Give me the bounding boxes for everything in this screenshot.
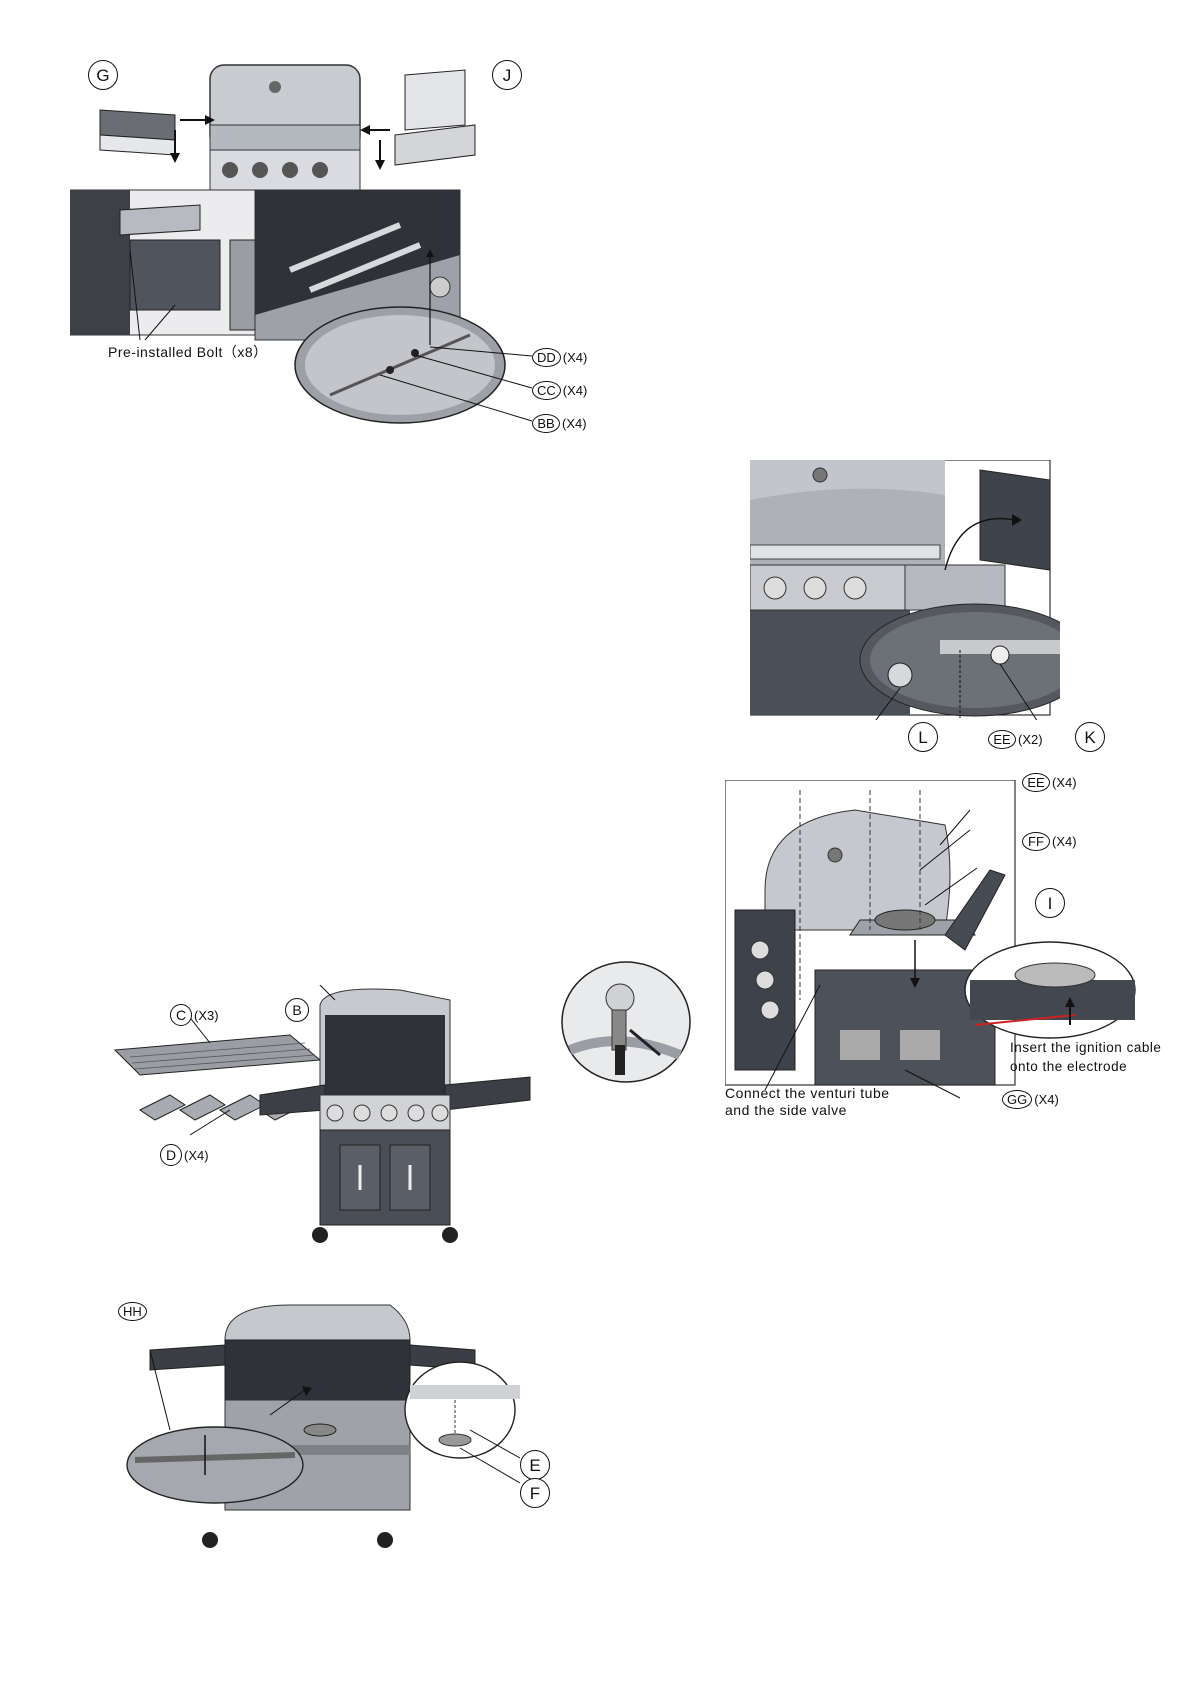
callout-g: G: [88, 60, 118, 90]
callout-ee-id: EE: [988, 730, 1016, 749]
callout-cc: CC (X4): [532, 381, 587, 400]
callout-ff-id: FF: [1022, 832, 1050, 851]
callout-bb-qty: (X4): [562, 416, 587, 431]
callout-ee-x4: EE (X4): [1022, 773, 1077, 792]
figure-grease-tray: [120, 1290, 540, 1560]
figure-side-burner-knob: [750, 460, 1060, 720]
callout-d-qty: (X4): [184, 1148, 209, 1163]
callout-cc-id: CC: [532, 381, 561, 400]
callout-f: F: [520, 1478, 550, 1508]
callout-gg-id: GG: [1002, 1090, 1032, 1109]
figure-valve-detail: [560, 960, 696, 1086]
callout-e-circle: E: [520, 1450, 550, 1480]
callout-j: J: [492, 60, 522, 90]
callout-cc-qty: (X4): [563, 383, 588, 398]
callout-i: I: [1035, 888, 1065, 918]
note-ignition-line1: Insert the ignition cable: [1010, 1041, 1161, 1055]
callout-ee-qty: (X2): [1018, 732, 1043, 747]
valve-detail-illustration: [560, 960, 696, 1086]
callout-ee-x4-id: EE: [1022, 773, 1050, 792]
callout-l: L: [908, 722, 938, 752]
callout-dd-id: DD: [532, 348, 561, 367]
callout-hh: HH: [118, 1302, 147, 1321]
callout-dd: DD (X4): [532, 348, 587, 367]
callout-ee-x2: EE (X2): [988, 730, 1043, 749]
callout-j-circle: J: [492, 60, 522, 90]
callout-c-qty: (X3): [194, 1008, 219, 1023]
callout-b: B: [285, 998, 309, 1022]
callout-k-circle: K: [1075, 722, 1105, 752]
callout-bb-id: BB: [532, 414, 560, 433]
callout-i-circle: I: [1035, 888, 1065, 918]
callout-dd-qty: (X4): [563, 350, 588, 365]
callout-e: E: [520, 1450, 550, 1480]
note-venturi-line2: and the side valve: [725, 1103, 847, 1117]
figure-side-shelf-install: [70, 55, 600, 435]
callout-bb: BB (X4): [532, 414, 587, 433]
callout-c-circle: C: [170, 1004, 192, 1026]
callout-c: C (X3): [170, 1004, 219, 1026]
callout-gg-qty: (X4): [1034, 1092, 1059, 1107]
callout-ff: FF (X4): [1022, 832, 1077, 851]
callout-gg: GG (X4): [1002, 1090, 1059, 1109]
note-venturi-line1: Connect the venturi tube: [725, 1086, 890, 1100]
caption-pre-installed-bolt: Pre-installed Bolt（x8）: [108, 345, 268, 359]
callout-l-circle: L: [908, 722, 938, 752]
callout-f-circle: F: [520, 1478, 550, 1508]
callout-ee-x4-qty: (X4): [1052, 775, 1077, 790]
grease-tray-illustration: [120, 1290, 540, 1560]
side-burner-knob-illustration: [750, 460, 1060, 720]
callout-d: D (X4): [160, 1144, 209, 1166]
note-ignition-line2: onto the electrode: [1010, 1060, 1127, 1074]
callout-ff-qty: (X4): [1052, 834, 1077, 849]
callout-hh-id: HH: [118, 1302, 147, 1321]
callout-k: K: [1075, 722, 1105, 752]
callout-d-circle: D: [160, 1144, 182, 1166]
grill-side-shelf-illustration: [70, 55, 600, 435]
callout-b-circle: B: [285, 998, 309, 1022]
callout-g-circle: G: [88, 60, 118, 90]
